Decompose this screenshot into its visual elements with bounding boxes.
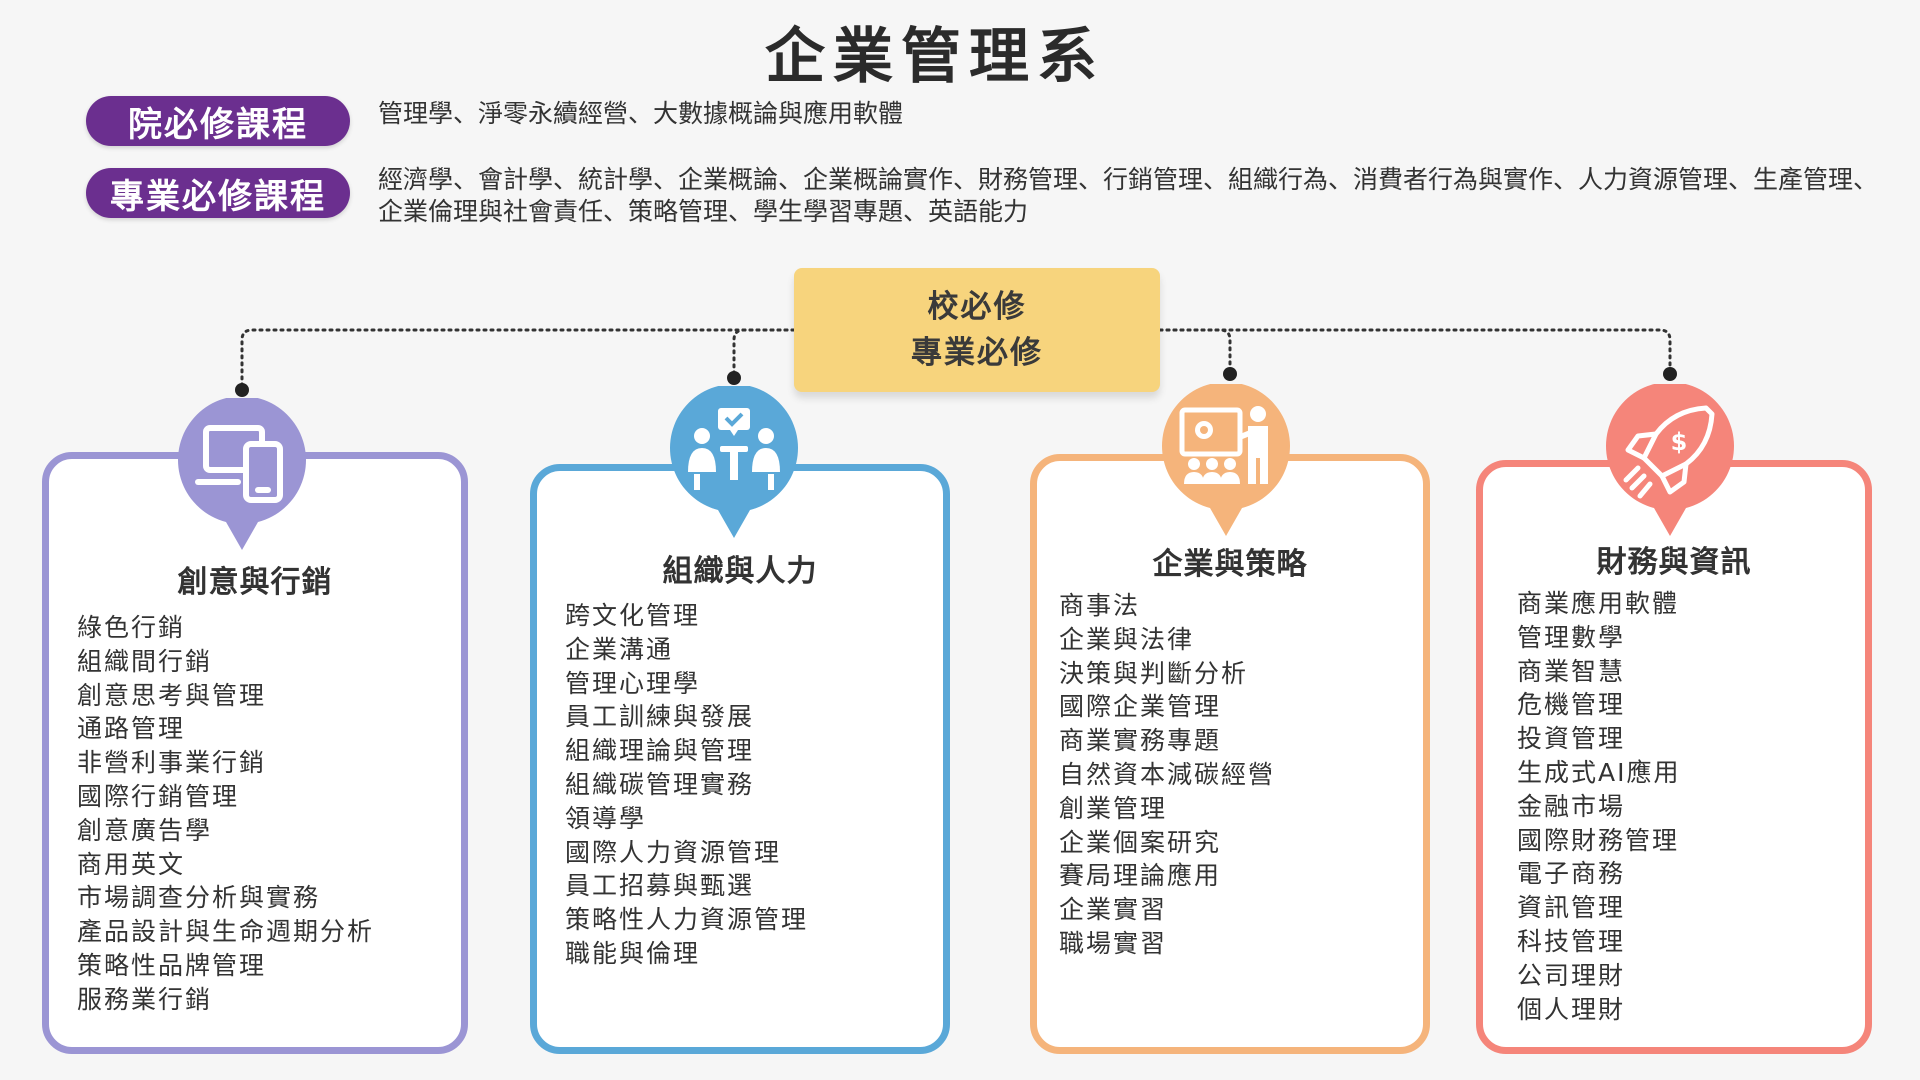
track-card-organization: 組織與人力 跨文化管理企業溝通管理心理學員工訓練與發展組織理論與管理組織碳管理實… <box>530 464 950 1054</box>
college-required-text: 管理學、淨零永續經營、大數據概論與應用軟體 <box>378 99 904 128</box>
team-meeting-icon <box>670 386 798 538</box>
college-required-label: 院必修課程 <box>86 96 350 146</box>
connector-dot-card3 <box>1223 367 1237 381</box>
course-item: 產品設計與生命週期分析 <box>77 917 375 947</box>
course-item: 商用英文 <box>77 849 186 879</box>
major-required-text: 經濟學、會計學、統計學、企業概論、企業概論實作、財務管理、行銷管理、組織行為、消… <box>378 165 1879 226</box>
course-item: 商業應用軟體 <box>1517 589 1680 618</box>
course-item: 職能與倫理 <box>565 938 701 968</box>
course-item: 管理心理學 <box>565 668 701 698</box>
course-item: 組織碳管理實務 <box>565 769 755 799</box>
course-item: 服務業行銷 <box>77 984 213 1014</box>
course-item: 職場實習 <box>1059 928 1168 958</box>
connector-dot-card4 <box>1663 367 1677 381</box>
core-required-line2: 專業必修 <box>911 335 1043 371</box>
course-item: 領導學 <box>565 803 647 833</box>
track-title: 組織與人力 <box>662 554 818 589</box>
course-list: 商業應用軟體管理數學商業智慧危機管理投資管理生成式AI應用金融市場國際財務管理電… <box>1517 587 1680 1026</box>
college-required-row: 院必修課程 管理學、淨零永續經營、大數據概論與應用軟體 <box>86 96 1878 146</box>
course-item: 電子商務 <box>1517 859 1626 889</box>
course-item: 非營利事業行銷 <box>77 748 267 778</box>
course-item: 企業溝通 <box>565 634 674 664</box>
course-item: 企業個案研究 <box>1059 827 1222 857</box>
course-item: 管理數學 <box>1517 622 1626 652</box>
course-item: 決策與判斷分析 <box>1059 658 1249 688</box>
course-item: 企業實習 <box>1059 895 1168 925</box>
presentation-icon <box>1162 384 1290 536</box>
course-item: 商業實務專題 <box>1059 726 1222 756</box>
core-required-box: 校必修 專業必修 <box>794 268 1160 392</box>
connector-card1 <box>240 328 796 390</box>
course-item: 商事法 <box>1059 591 1141 620</box>
course-item: 金融市場 <box>1517 791 1626 821</box>
track-title: 財務與資訊 <box>1596 545 1752 580</box>
course-item: 市場調查分析與實務 <box>77 883 321 913</box>
course-item: 科技管理 <box>1517 926 1626 956</box>
connector-card4 <box>1158 328 1672 374</box>
course-item: 組織理論與管理 <box>565 736 755 766</box>
course-item: 創業管理 <box>1059 793 1168 823</box>
track-title: 企業與策略 <box>1152 547 1308 582</box>
major-required-row: 專業必修課程 經濟學、會計學、統計學、企業概論、企業概論實作、財務管理、行銷管理… <box>86 164 1878 228</box>
course-item: 員工招募與甄選 <box>565 871 755 901</box>
course-item: 國際企業管理 <box>1059 692 1222 722</box>
connector-dot-card1 <box>235 383 249 397</box>
connector-card2 <box>732 328 796 378</box>
course-list: 綠色行銷組織間行銷創意思考與管理通路管理非營利事業行銷國際行銷管理創意廣告學商用… <box>77 611 374 1017</box>
course-item: 國際人力資源管理 <box>565 837 782 867</box>
course-item: 員工訓練與發展 <box>565 702 755 732</box>
course-item: 公司理財 <box>1517 960 1626 990</box>
course-item: 資訊管理 <box>1517 893 1626 923</box>
course-item: 跨文化管理 <box>565 601 701 630</box>
course-list: 跨文化管理企業溝通管理心理學員工訓練與發展組織理論與管理組織碳管理實務領導學國際… <box>565 599 808 971</box>
connector-card3 <box>1158 328 1232 374</box>
track-title: 創意與行銷 <box>177 565 333 600</box>
course-item: 組織間行銷 <box>77 646 213 676</box>
track-card-finance: 財務與資訊 商業應用軟體管理數學商業智慧危機管理投資管理生成式AI應用金融市場國… <box>1476 460 1872 1054</box>
major-required-label: 專業必修課程 <box>86 168 350 218</box>
course-item: 綠色行銷 <box>77 613 186 642</box>
track-card-strategy: 企業與策略 商事法企業與法律決策與判斷分析國際企業管理商業實務專題自然資本減碳經… <box>1030 454 1430 1054</box>
course-item: 商業智慧 <box>1517 656 1626 686</box>
course-item: 策略性人力資源管理 <box>565 905 809 935</box>
track-card-marketing: 創意與行銷 綠色行銷組織間行銷創意思考與管理通路管理非營利事業行銷國際行銷管理創… <box>42 452 468 1054</box>
course-item: 自然資本減碳經營 <box>1059 759 1276 789</box>
dollar-glyph: $ <box>1671 428 1688 456</box>
course-item: 創意思考與管理 <box>77 680 267 710</box>
course-item: 企業與法律 <box>1059 624 1195 654</box>
course-item: 國際行銷管理 <box>77 781 240 811</box>
course-item: 生成式AI應用 <box>1517 757 1681 787</box>
rocket-dollar-icon: $ <box>1606 384 1734 536</box>
core-required-line1: 校必修 <box>927 289 1027 325</box>
course-item: 策略性品牌管理 <box>77 950 267 980</box>
course-item: 個人理財 <box>1517 994 1626 1024</box>
course-item: 創意廣告學 <box>77 815 213 845</box>
page-title: 企業管理系 <box>765 22 1105 92</box>
course-item: 通路管理 <box>77 714 186 744</box>
course-item: 國際財務管理 <box>1517 825 1680 855</box>
course-item: 投資管理 <box>1517 724 1626 754</box>
course-item: 賽局理論應用 <box>1059 861 1222 891</box>
devices-icon <box>178 398 306 550</box>
connector-dot-card2 <box>727 371 741 385</box>
course-list: 商事法企業與法律決策與判斷分析國際企業管理商業實務專題自然資本減碳經營創業管理企… <box>1059 589 1275 961</box>
course-item: 危機管理 <box>1517 690 1626 720</box>
